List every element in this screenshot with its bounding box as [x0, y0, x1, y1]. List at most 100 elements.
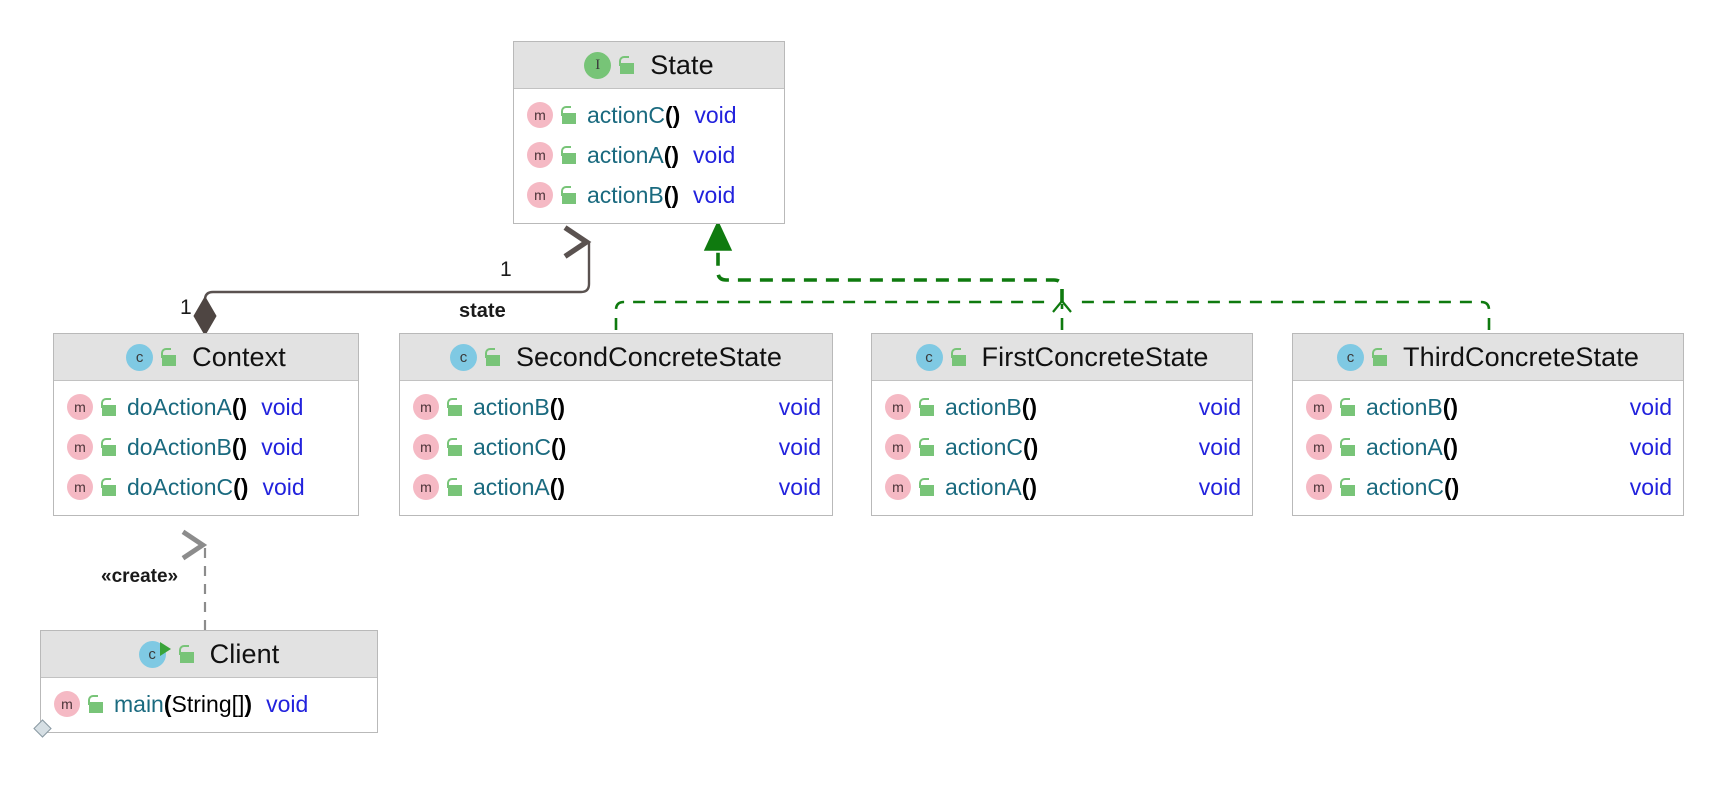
member-row[interactable]: m doActionB () void	[54, 427, 358, 467]
class-icon: c	[1337, 343, 1365, 371]
unlocked-icon	[484, 348, 502, 366]
class-box-secondconcretestate[interactable]: c SecondConcreteState m actionB () void …	[399, 333, 833, 516]
member-row[interactable]: m main ( String[] ) void	[33, 684, 377, 738]
method-icon: m	[413, 394, 439, 420]
member-parens: ()	[1021, 393, 1038, 420]
member-row[interactable]: m doActionC () void	[54, 467, 358, 507]
member-name: actionB	[587, 181, 664, 208]
member-parens: ()	[549, 393, 566, 420]
member-row[interactable]: m actionA () void	[872, 467, 1252, 507]
edge-label-target-multiplicity: 1	[500, 258, 512, 281]
class-members-firstconcretestate: m actionB () void m actionC () void m ac…	[872, 381, 1252, 515]
class-members-state: m actionC () void m actionA () void m ac…	[514, 89, 784, 223]
unlocked-icon	[1339, 438, 1357, 456]
class-icon: c	[915, 343, 943, 371]
class-header-context: c Context	[54, 334, 358, 381]
class-header-firstconcretestate: c FirstConcreteState	[872, 334, 1252, 381]
member-row[interactable]: m actionC () void	[1293, 467, 1683, 507]
member-name: doActionC	[127, 473, 234, 500]
class-box-state[interactable]: I State m actionC () void m actionA () v…	[513, 41, 785, 224]
member-parens: ()	[663, 181, 680, 208]
unlocked-icon	[560, 186, 578, 204]
member-parens: ()	[231, 393, 248, 420]
edge-realization-bus	[614, 220, 1491, 330]
member-return-type: void	[261, 393, 304, 420]
class-box-firstconcretestate[interactable]: c FirstConcreteState m actionB () void m…	[871, 333, 1253, 516]
method-icon: m	[527, 142, 553, 168]
member-parens: ()	[1021, 473, 1038, 500]
class-box-client[interactable]: c Client m main ( String[] ) void	[33, 630, 378, 738]
member-row[interactable]: m doActionA () void	[54, 387, 358, 427]
method-icon: m	[413, 474, 439, 500]
member-return-type: void	[778, 393, 821, 420]
member-row[interactable]: m actionA () void	[514, 135, 784, 175]
member-return-type: void	[778, 433, 821, 460]
unlocked-icon	[1339, 398, 1357, 416]
member-row[interactable]: m actionB () void	[514, 175, 784, 215]
class-members-secondconcretestate: m actionB () void m actionC () void m ac…	[400, 381, 832, 515]
unlocked-icon	[446, 478, 464, 496]
member-name: actionB	[473, 393, 550, 420]
class-members-client: m main ( String[] ) void	[33, 678, 377, 738]
class-box-thirdconcretestate[interactable]: c ThirdConcreteState m actionB () void m…	[1292, 333, 1684, 516]
member-name: actionC	[1366, 473, 1444, 500]
member-row[interactable]: m actionA () void	[400, 467, 832, 507]
method-icon: m	[527, 182, 553, 208]
class-icon: c	[449, 343, 477, 371]
member-return-type: void	[1198, 433, 1241, 460]
unlocked-icon	[560, 106, 578, 124]
member-row[interactable]: m actionC () void	[400, 427, 832, 467]
member-name: actionA	[945, 473, 1022, 500]
class-header-secondconcretestate: c SecondConcreteState	[400, 334, 832, 381]
method-icon: m	[67, 394, 93, 420]
edge-label-source-multiplicity: 1	[180, 296, 192, 319]
class-name-firstconcretestate: FirstConcreteState	[981, 341, 1209, 372]
class-name-client: Client	[209, 638, 280, 669]
static-badge-icon	[33, 719, 52, 738]
member-row[interactable]: m actionC () void	[872, 427, 1252, 467]
unlocked-icon	[160, 348, 178, 366]
member-name: doActionB	[127, 433, 232, 460]
method-icon: m	[33, 691, 80, 738]
class-members-context: m doActionA () void m doActionB () void …	[54, 381, 358, 515]
member-parens: ()	[231, 433, 248, 460]
member-row[interactable]: m actionB () void	[400, 387, 832, 427]
member-row[interactable]: m actionA () void	[1293, 427, 1683, 467]
member-return-type: void	[261, 433, 304, 460]
unlocked-icon	[178, 645, 196, 663]
member-row[interactable]: m actionB () void	[1293, 387, 1683, 427]
member-name: doActionA	[127, 393, 232, 420]
member-row[interactable]: m actionB () void	[872, 387, 1252, 427]
unlocked-icon	[918, 438, 936, 456]
method-icon: m	[67, 434, 93, 460]
member-return-type: void	[693, 141, 736, 168]
method-icon: m	[67, 474, 93, 500]
method-icon: m	[885, 394, 911, 420]
method-icon: m	[885, 474, 911, 500]
member-return-type: void	[1198, 473, 1241, 500]
unlocked-icon	[560, 146, 578, 164]
class-name-secondconcretestate: SecondConcreteState	[515, 341, 783, 372]
member-paren-open: (	[163, 690, 172, 717]
member-parens: ()	[663, 141, 680, 168]
member-name: actionA	[1366, 433, 1443, 460]
class-name-context: Context	[192, 341, 286, 372]
unlocked-icon	[100, 478, 118, 496]
member-return-type: void	[266, 690, 309, 717]
edge-label-create-stereotype: «create»	[101, 566, 179, 587]
unlocked-icon	[100, 438, 118, 456]
class-name-thirdconcretestate: ThirdConcreteState	[1403, 341, 1639, 372]
member-row[interactable]: m actionC () void	[514, 95, 784, 135]
class-box-context[interactable]: c Context m doActionA () void m doAction…	[53, 333, 359, 516]
member-name: actionC	[473, 433, 551, 460]
member-return-type: void	[1629, 433, 1672, 460]
member-name: actionC	[587, 101, 665, 128]
run-triangle-icon	[159, 641, 171, 656]
method-icon: m	[1306, 394, 1332, 420]
member-return-type: void	[1629, 473, 1672, 500]
member-name: actionA	[587, 141, 664, 168]
method-icon: m	[1306, 474, 1332, 500]
edge-label-role-state: state	[459, 300, 506, 322]
unlocked-icon	[918, 478, 936, 496]
method-icon: m	[885, 434, 911, 460]
